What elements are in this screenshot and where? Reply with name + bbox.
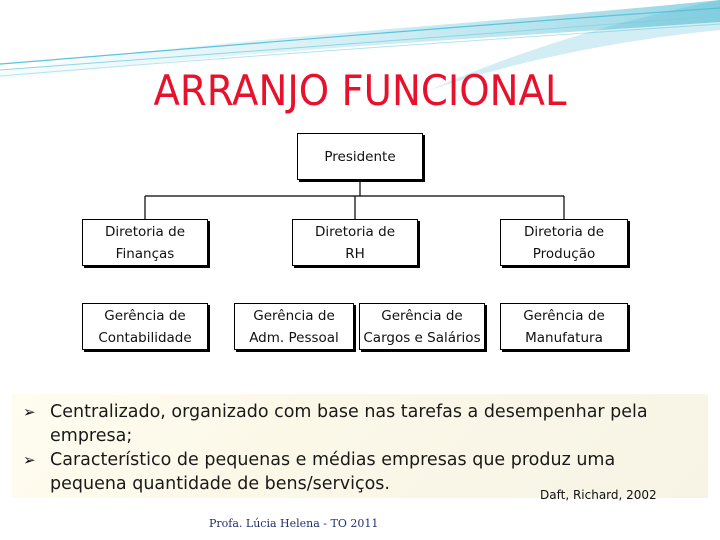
org-box-label: Gerência de Cargos e Salários [363,307,481,346]
header-swoosh-decoration [0,0,720,90]
org-box-gerencia-adm-pessoal: Gerência de Adm. Pessoal [234,303,354,350]
arrow-bullet-icon: ➢ [23,451,36,469]
bullet-item-2: ➢ Característico de pequenas e médias em… [23,448,690,496]
bullet-text: Centralizado, organizado com base nas ta… [50,402,648,446]
slide-title: ARRANJO FUNCIONAL [153,66,567,115]
bullet-item-1: ➢ Centralizado, organizado com base nas … [23,400,690,448]
org-box-label: Diretoria de Finanças [105,223,185,262]
org-box-gerencia-manufatura: Gerência de Manufatura [500,303,628,350]
org-box-label: Gerência de Manufatura [523,307,605,346]
arrow-bullet-icon: ➢ [23,403,36,421]
org-box-label: Diretoria de Produção [524,223,604,262]
org-box-diretoria-financas: Diretoria de Finanças [82,219,208,266]
bullet-text: Característico de pequenas e médias empr… [50,450,616,494]
bullet-list-area [12,394,708,498]
org-box-gerencia-contabilidade: Gerência de Contabilidade [82,303,208,350]
org-box-diretoria-producao: Diretoria de Produção [500,219,628,266]
org-box-label: Gerência de Adm. Pessoal [249,307,339,346]
org-box-diretoria-rh: Diretoria de RH [292,219,418,266]
footer-author: Profa. Lúcia Helena - TO 2011 [209,517,379,530]
org-box-presidente: Presidente [297,133,423,180]
org-box-label: Diretoria de RH [315,223,395,262]
org-box-label: Presidente [324,148,396,165]
citation-text: Daft, Richard, 2002 [540,488,657,502]
org-box-gerencia-cargos-salarios: Gerência de Cargos e Salários [359,303,485,350]
org-box-label: Gerência de Contabilidade [98,307,192,346]
